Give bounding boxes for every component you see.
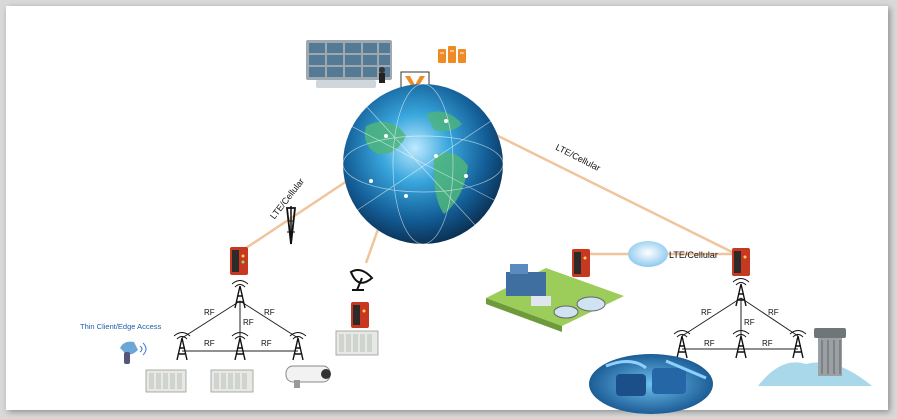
cell-tower-icon xyxy=(289,332,307,361)
globe-icon xyxy=(342,83,504,245)
router-icon xyxy=(732,248,750,276)
video-wall-icon xyxy=(306,40,392,88)
plc-rack-icon xyxy=(210,369,254,393)
rf-label: RF xyxy=(264,308,275,317)
cell-tower-icon xyxy=(173,332,191,361)
diagram-canvas: LTE/Cellular LTE/Cellular LTE/Cellular T… xyxy=(6,6,888,414)
handheld-scanner-icon xyxy=(120,341,147,364)
router-icon xyxy=(351,302,369,328)
network-diagram xyxy=(120,40,872,414)
cloud-icon xyxy=(628,241,668,267)
rf-label: RF xyxy=(762,339,773,348)
cell-tower-icon xyxy=(285,206,297,245)
factory-icon xyxy=(486,264,624,332)
operator-icon xyxy=(379,67,385,83)
router-icon xyxy=(230,247,248,275)
link-label-plant: LTE/Cellular xyxy=(669,250,718,260)
rf-label: RF xyxy=(701,308,712,317)
rf-label: RF xyxy=(704,339,715,348)
cell-tower-icon xyxy=(732,330,750,359)
cell-tower-icon xyxy=(673,330,691,359)
plc-rack-icon xyxy=(335,330,379,356)
water-tower-icon xyxy=(758,328,872,386)
cctv-camera-icon xyxy=(285,365,331,388)
thin-client-label: Thin Client/Edge Access xyxy=(80,322,162,331)
cell-tower-icon xyxy=(732,278,750,307)
satellite-dish-icon xyxy=(349,269,374,291)
plc-rack-icon xyxy=(145,369,187,393)
link-left-lte xyxy=(239,169,363,254)
pump-station-icon xyxy=(589,354,713,414)
rf-network-left xyxy=(181,300,299,352)
tower-group-right xyxy=(673,278,807,359)
rf-label: RF xyxy=(204,339,215,348)
rf-label: RF xyxy=(243,318,254,327)
server-rack-icon xyxy=(438,46,466,63)
rf-label: RF xyxy=(261,339,272,348)
rf-label: RF xyxy=(744,318,755,327)
cell-tower-icon xyxy=(231,280,249,309)
link-right-lte xyxy=(485,128,741,258)
cell-tower-icon xyxy=(789,330,807,359)
cell-tower-icon xyxy=(231,332,249,361)
router-icon xyxy=(572,249,590,277)
rf-network-right xyxy=(681,297,799,350)
tower-group-left xyxy=(173,280,307,361)
rf-label: RF xyxy=(768,308,779,317)
rf-label: RF xyxy=(204,308,215,317)
